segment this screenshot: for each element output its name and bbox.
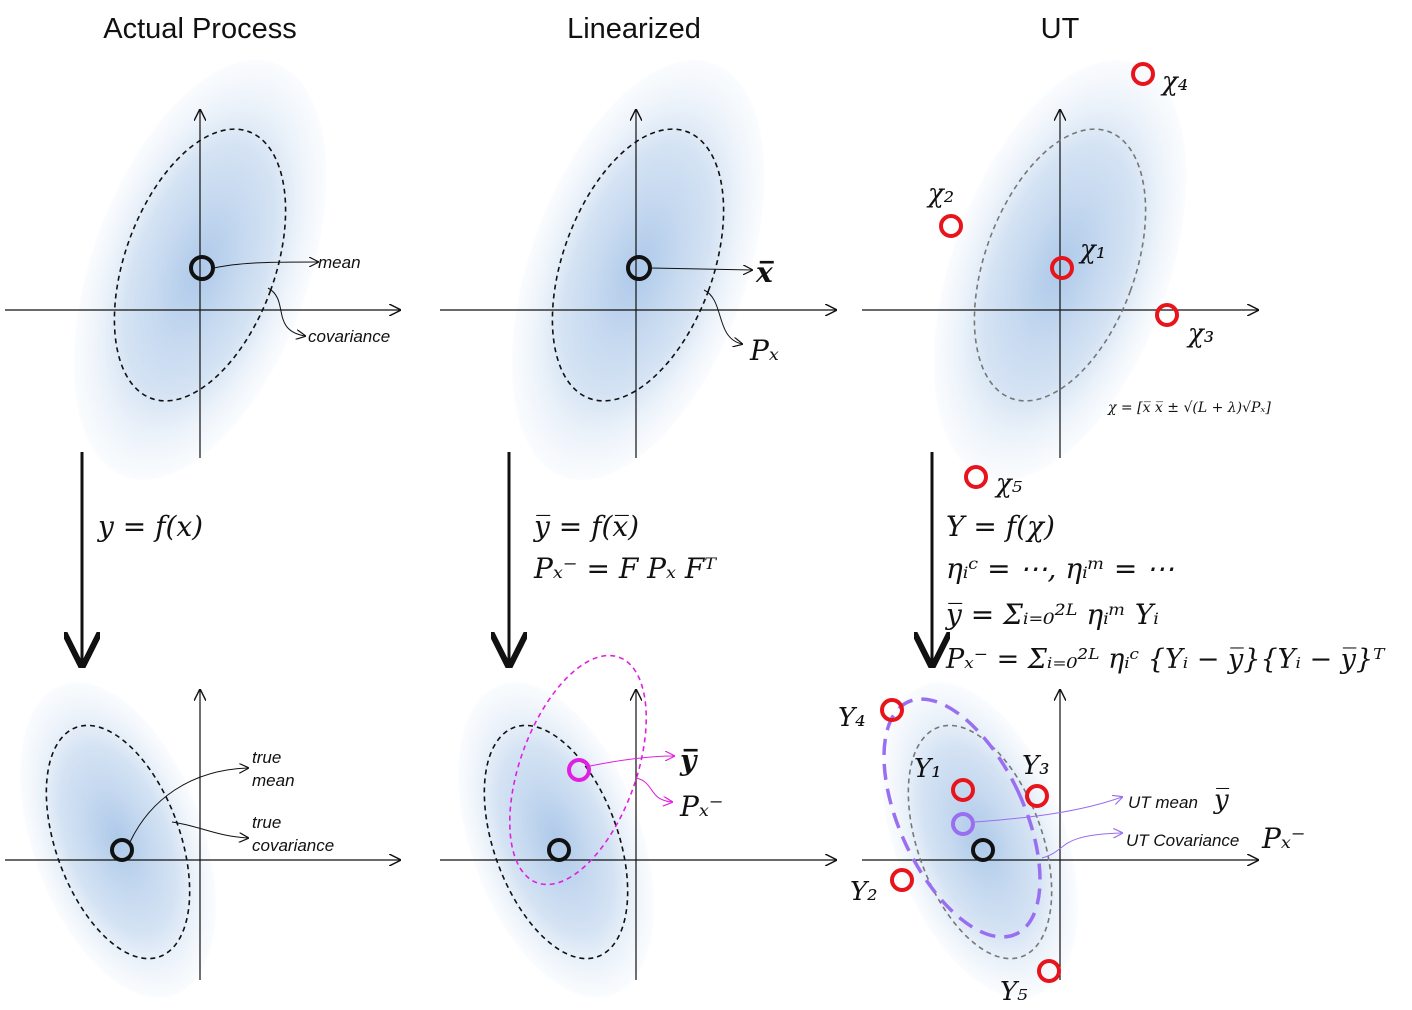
linearized-covariance-ellipse xyxy=(508,654,648,886)
true-mean-marker xyxy=(110,838,134,862)
ut-covariance-pointer xyxy=(1041,833,1122,859)
ups5-label: Υ₅ xyxy=(1000,977,1028,1007)
chi3-label: χ₃ xyxy=(1186,319,1214,349)
equation-ut-transform: Υ = f(χ) xyxy=(946,510,1055,543)
chi2-label: χ₂ xyxy=(926,179,954,209)
panel-actual-input: mean covariance xyxy=(5,59,400,481)
ut-covariance-ellipse xyxy=(882,697,1042,939)
px-label: Pₓ xyxy=(749,334,779,367)
chi1-label: χ₁ xyxy=(1078,235,1106,265)
ut-mean-symbol: y̅ xyxy=(1213,785,1229,815)
sigma-point-ups4 xyxy=(880,698,904,722)
panel-ut-input: χ₁ χ₂ χ₃ χ₄ χ₅ χ = [x̅ x̅ ± √(L + λ)√Pₓ] xyxy=(862,59,1271,499)
ups2-label: Υ₂ xyxy=(850,877,878,907)
sigma-point-ups5 xyxy=(1037,959,1061,983)
ybar-pointer xyxy=(589,756,674,767)
true-cov-label-line2: covariance xyxy=(252,836,334,855)
true-mean-label-line1: true xyxy=(252,748,281,767)
true-mean-pointer xyxy=(129,768,248,843)
true-covariance-ellipse xyxy=(45,724,191,960)
covariance-label: covariance xyxy=(308,327,390,346)
distribution-cloud xyxy=(511,59,765,481)
xbar-label: x̅ xyxy=(755,256,774,289)
ut-mean-marker xyxy=(951,812,975,836)
mean-marker xyxy=(626,255,652,281)
true-mean-label-line2: mean xyxy=(252,771,295,790)
sigma-point-chi2 xyxy=(939,214,963,238)
equation-linearized-cov: Pₓ⁻ = F Pₓ Fᵀ xyxy=(533,552,717,585)
true-mean-marker xyxy=(547,838,571,862)
true-covariance-ellipse xyxy=(907,724,1053,960)
panel-ut-output: Υ₁ Υ₂ Υ₃ Υ₄ Υ₅ UT mean y̅ UT Covariance … xyxy=(838,682,1306,1007)
ut-mean-label: UT mean xyxy=(1128,793,1198,812)
ut-cov-symbol: Pₓ⁻ xyxy=(1261,822,1306,855)
equation-linearized-mean: y̅ = f(x̅) xyxy=(532,510,639,543)
transformed-cloud xyxy=(882,682,1078,998)
true-cov-label-line1: true xyxy=(252,813,281,832)
covariance-ellipse xyxy=(973,128,1147,402)
px-minus-label: Pₓ⁻ xyxy=(679,790,724,823)
panel-actual-output: true mean true covariance xyxy=(5,682,400,998)
linearized-mean-marker xyxy=(567,758,591,782)
covariance-pointer xyxy=(267,287,305,336)
sigma-point-ups2 xyxy=(890,868,914,892)
covariance-pointer xyxy=(703,289,742,344)
ups4-label: Υ₄ xyxy=(838,703,866,733)
sigma-point-ups1 xyxy=(951,778,975,802)
mean-label: mean xyxy=(318,253,361,272)
chi5-label: χ₅ xyxy=(994,469,1023,499)
true-covariance-ellipse xyxy=(483,724,629,960)
mean-pointer xyxy=(650,268,752,270)
true-covariance-pointer xyxy=(171,821,248,838)
ut-cov-label: UT Covariance xyxy=(1126,831,1239,850)
title-linearized: Linearized xyxy=(567,13,701,45)
panel-linearized-input: x̅ Pₓ xyxy=(440,59,836,481)
true-mean-marker xyxy=(971,838,995,862)
mean-marker xyxy=(189,255,215,281)
mean-pointer xyxy=(213,262,318,269)
transformed-cloud xyxy=(458,682,654,998)
ups1-label: Υ₁ xyxy=(914,754,942,784)
sigma-point-chi1 xyxy=(1050,256,1074,280)
title-ut: UT xyxy=(1041,13,1080,45)
sigma-point-ups3 xyxy=(1025,784,1049,808)
equation-ut-weights: ηᵢᶜ = ⋯, ηᵢᵐ = ⋯ xyxy=(946,552,1174,585)
equation-actual: y = f(x) xyxy=(96,510,203,543)
ut-mean-pointer xyxy=(974,797,1122,823)
sigma-point-definition: χ = [x̅ x̅ ± √(L + λ)√Pₓ] xyxy=(1107,400,1271,416)
ups3-label: Υ₃ xyxy=(1022,751,1050,781)
title-actual-process: Actual Process xyxy=(103,13,296,45)
sigma-point-chi4 xyxy=(1131,62,1155,86)
ybar-label: y̅ xyxy=(679,744,698,777)
covariance-ellipse xyxy=(551,128,725,402)
px-minus-pointer xyxy=(635,777,672,802)
panel-linearized-output: y̅ Pₓ⁻ xyxy=(440,654,836,998)
sigma-point-chi5 xyxy=(964,465,988,489)
sigma-point-chi3 xyxy=(1155,303,1179,327)
equation-ut-mean: y̅ = Σᵢ₌₀²ᴸ ηᵢᵐ Υᵢ xyxy=(944,598,1159,631)
equation-ut-cov: Pₓ⁻ = Σᵢ₌₀²ᴸ ηᵢᶜ {Υᵢ − y̅}{Υᵢ − y̅}ᵀ xyxy=(945,644,1386,675)
chi4-label: χ₄ xyxy=(1160,67,1188,97)
covariance-ellipse xyxy=(113,128,287,402)
